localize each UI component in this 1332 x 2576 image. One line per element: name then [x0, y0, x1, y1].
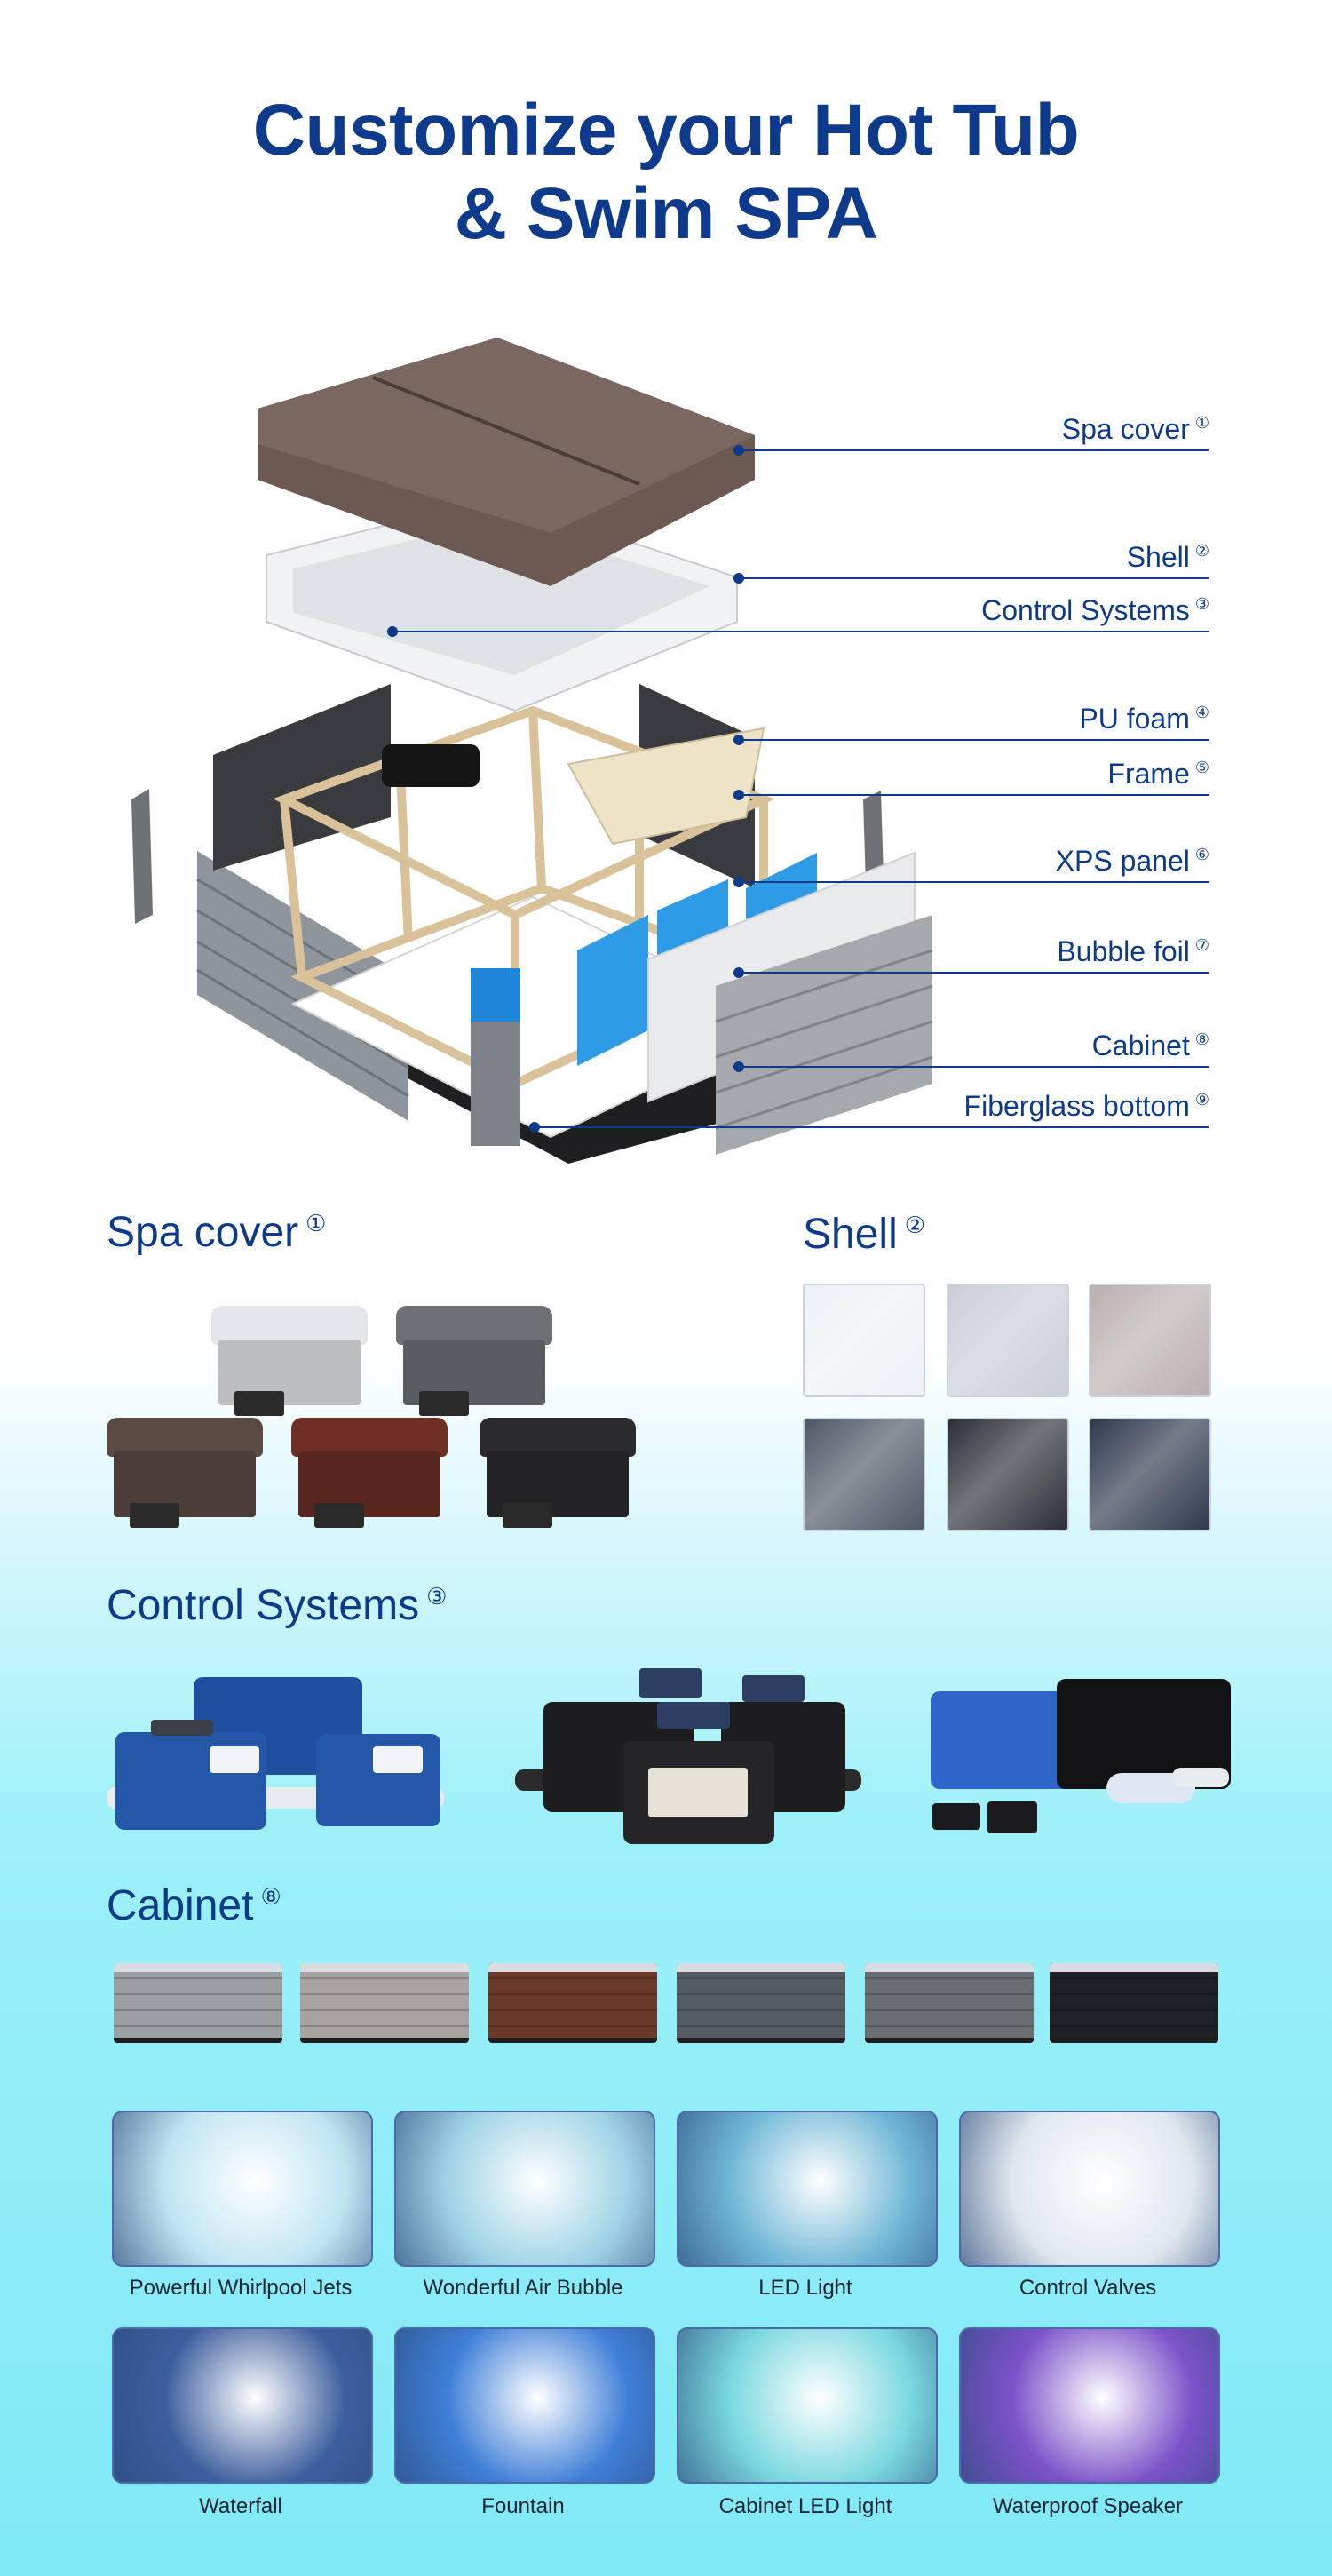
- feature-image-air-bubble: [394, 2111, 655, 2267]
- cabinet-option[interactable]: [114, 1963, 282, 2043]
- shell-swatch[interactable]: [803, 1418, 925, 1531]
- feature-label: Cabinet LED Light: [718, 2494, 892, 2518]
- hot-tub-exploded-illustration: [131, 338, 933, 1164]
- feature-label: LED Light: [758, 2276, 852, 2300]
- shell-swatch[interactable]: [1089, 1284, 1211, 1397]
- side-panel-left: [131, 789, 153, 924]
- page-title-line-1: Customize your Hot Tub: [252, 90, 1080, 171]
- cabinet-option[interactable]: [1050, 1963, 1218, 2043]
- cabinet-option[interactable]: [865, 1963, 1034, 2043]
- feature-label: Waterproof Speaker: [993, 2494, 1183, 2518]
- page-title-line-2: & Swim SPA: [454, 173, 878, 254]
- spa-cover-option[interactable]: [291, 1418, 448, 1528]
- feature-image-fountain: [394, 2327, 655, 2484]
- fiberglass-bottom-shape: [284, 968, 799, 1164]
- cabinet-option[interactable]: [488, 1963, 657, 2043]
- shell-swatch[interactable]: [947, 1284, 1069, 1397]
- feature-image-waterfall: [112, 2327, 373, 2484]
- feature-image-control-valves: [959, 2111, 1220, 2267]
- left-cabinet-panel: [197, 851, 408, 1121]
- spa-cover-option[interactable]: [480, 1418, 636, 1528]
- spa-cover-option[interactable]: [211, 1306, 368, 1416]
- feature-label: Wonderful Air Bubble: [423, 2276, 623, 2300]
- pu-foam-sheet: [567, 727, 765, 846]
- feature-image-whirlpool-jets: [112, 2111, 373, 2267]
- spa-cover-option[interactable]: [396, 1306, 552, 1416]
- right-cabinet-panel: [716, 915, 932, 1155]
- cabinet-option[interactable]: [300, 1963, 469, 2043]
- spa-cover-option[interactable]: [107, 1418, 263, 1528]
- feature-image-waterproof-speaker: [959, 2327, 1220, 2484]
- feature-label: Control Valves: [1019, 2276, 1157, 2300]
- shell-swatch[interactable]: [947, 1418, 1069, 1531]
- feature-image-led-light: [677, 2111, 938, 2267]
- feature-label: Fountain: [481, 2494, 565, 2518]
- xps-panel: [577, 915, 648, 1066]
- shell-swatch[interactable]: [1089, 1418, 1211, 1531]
- shell-swatch[interactable]: [803, 1284, 925, 1397]
- feature-label: Waterfall: [199, 2494, 282, 2518]
- cabinet-option[interactable]: [677, 1963, 845, 2043]
- feature-image-cabinet-led-light: [677, 2327, 938, 2484]
- pump-unit: [382, 744, 480, 787]
- back-panel-left: [213, 684, 391, 871]
- feature-label: Powerful Whirlpool Jets: [129, 2276, 353, 2300]
